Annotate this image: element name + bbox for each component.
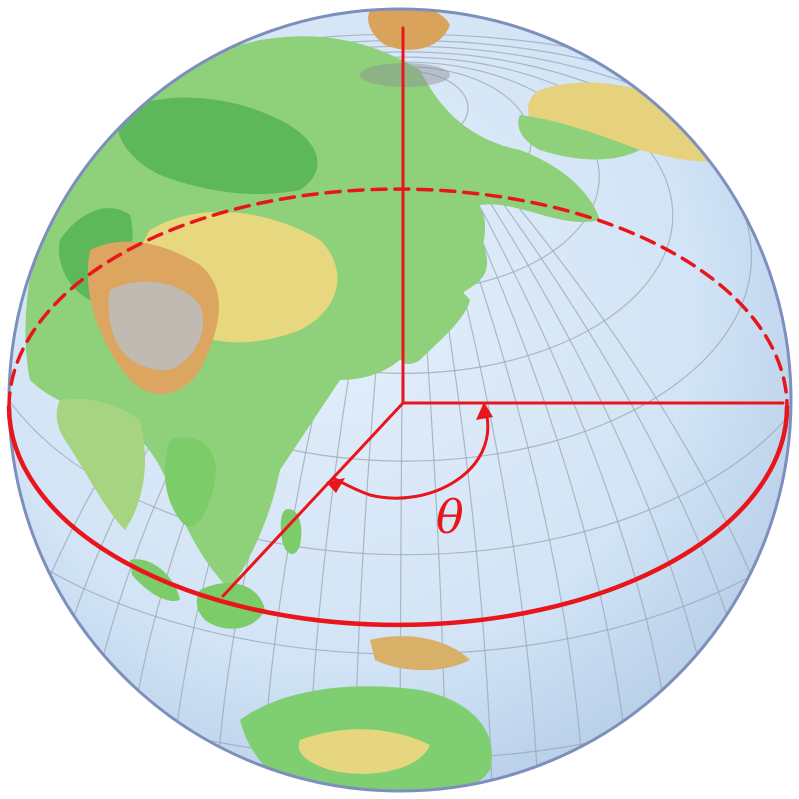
land-greenland bbox=[368, 9, 450, 50]
land-new-guinea bbox=[370, 636, 470, 671]
land-alaska-green bbox=[518, 115, 640, 160]
annotations bbox=[6, 26, 790, 628]
angle-arc bbox=[331, 410, 490, 500]
land-sakhalin bbox=[465, 206, 486, 268]
land-southeast-asia bbox=[164, 437, 216, 527]
equator-back-dashed bbox=[7, 187, 789, 409]
land-korea bbox=[322, 319, 352, 369]
land-japan bbox=[398, 289, 470, 365]
land-alaska bbox=[528, 82, 740, 162]
land-masses bbox=[25, 9, 740, 791]
land-philippines bbox=[280, 509, 302, 555]
land-plateau bbox=[108, 281, 204, 371]
angle-label: θ bbox=[436, 490, 464, 544]
land-australia-inner bbox=[298, 729, 430, 774]
land-india bbox=[56, 398, 145, 530]
pole-haze bbox=[360, 63, 450, 87]
arrowhead-icon bbox=[326, 478, 345, 493]
arrowhead-icon bbox=[476, 402, 493, 420]
land-lowland bbox=[117, 97, 318, 195]
equator-front-solid bbox=[6, 404, 790, 628]
radius-rotated bbox=[221, 401, 405, 598]
